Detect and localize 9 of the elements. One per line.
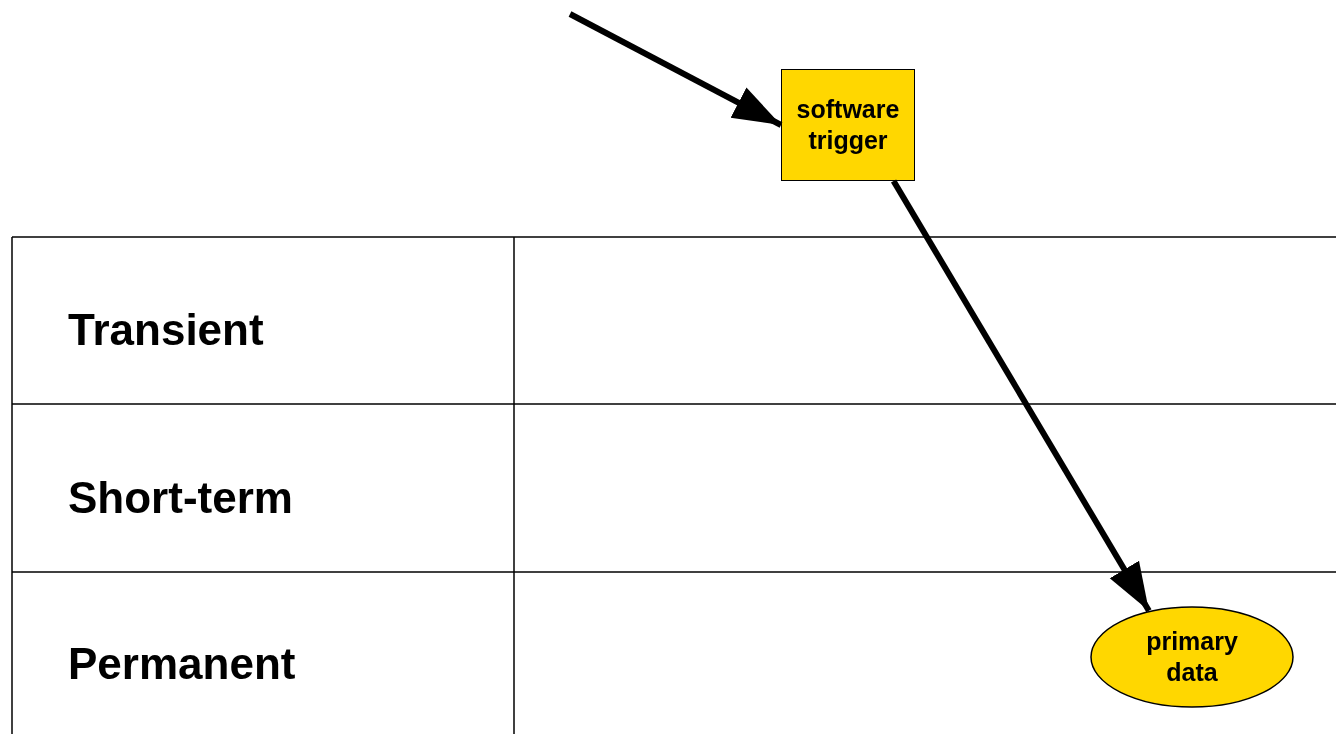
arrow <box>891 179 1152 613</box>
row-label: Short-term <box>68 473 293 523</box>
process-box <box>781 69 915 181</box>
node-text: primary data <box>1145 626 1239 688</box>
row-label: Permanent <box>68 639 296 689</box>
data-ellipse <box>1090 606 1294 708</box>
arrow <box>568 11 783 128</box>
row-label: Transient <box>68 305 264 355</box>
node-text: software trigger <box>795 94 901 156</box>
